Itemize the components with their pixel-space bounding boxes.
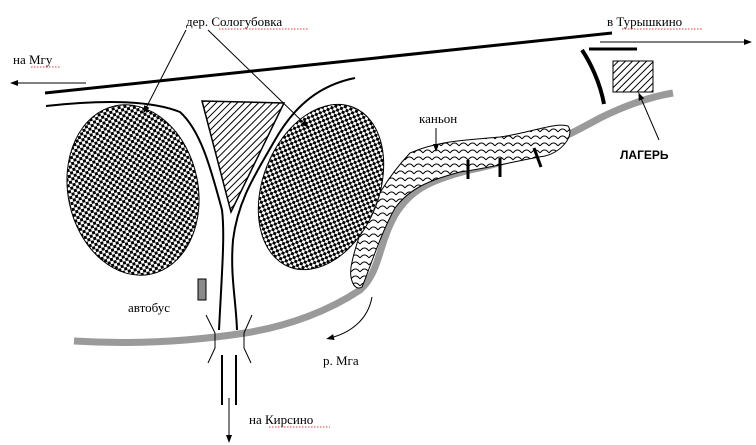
forest-left xyxy=(66,104,200,276)
canyon-area xyxy=(350,124,571,289)
canyon-label: каньон xyxy=(419,111,457,126)
village-label: дер. Сологубовка xyxy=(186,14,282,29)
main-road xyxy=(44,31,613,95)
bridge-3 xyxy=(532,147,543,168)
camp-pointer xyxy=(638,92,660,141)
road-left-branch xyxy=(45,101,225,331)
village-pointer-right xyxy=(207,29,309,128)
camp-marker xyxy=(612,60,654,93)
mga-direction-label: на Мгу xyxy=(13,52,53,67)
village-pointer-left xyxy=(143,29,187,114)
crossing-bracket-right xyxy=(243,314,253,364)
river-label: р. Мга xyxy=(323,353,359,368)
bus-stop-marker xyxy=(197,278,207,301)
road-right-branch xyxy=(231,77,356,331)
river-flow-arrow xyxy=(326,296,373,340)
forest-right xyxy=(257,103,385,271)
river-mga xyxy=(73,89,674,346)
turyshkino-label: в Турышкино xyxy=(607,14,682,29)
camp-access-road xyxy=(580,48,606,105)
crossing-bracket-left xyxy=(205,314,216,364)
village-solugubovka xyxy=(201,100,286,215)
camp-label: ЛАГЕРЬ xyxy=(620,148,669,162)
bus-label: автобус xyxy=(128,300,170,315)
kirsino-label: на Кирсино xyxy=(249,412,313,427)
